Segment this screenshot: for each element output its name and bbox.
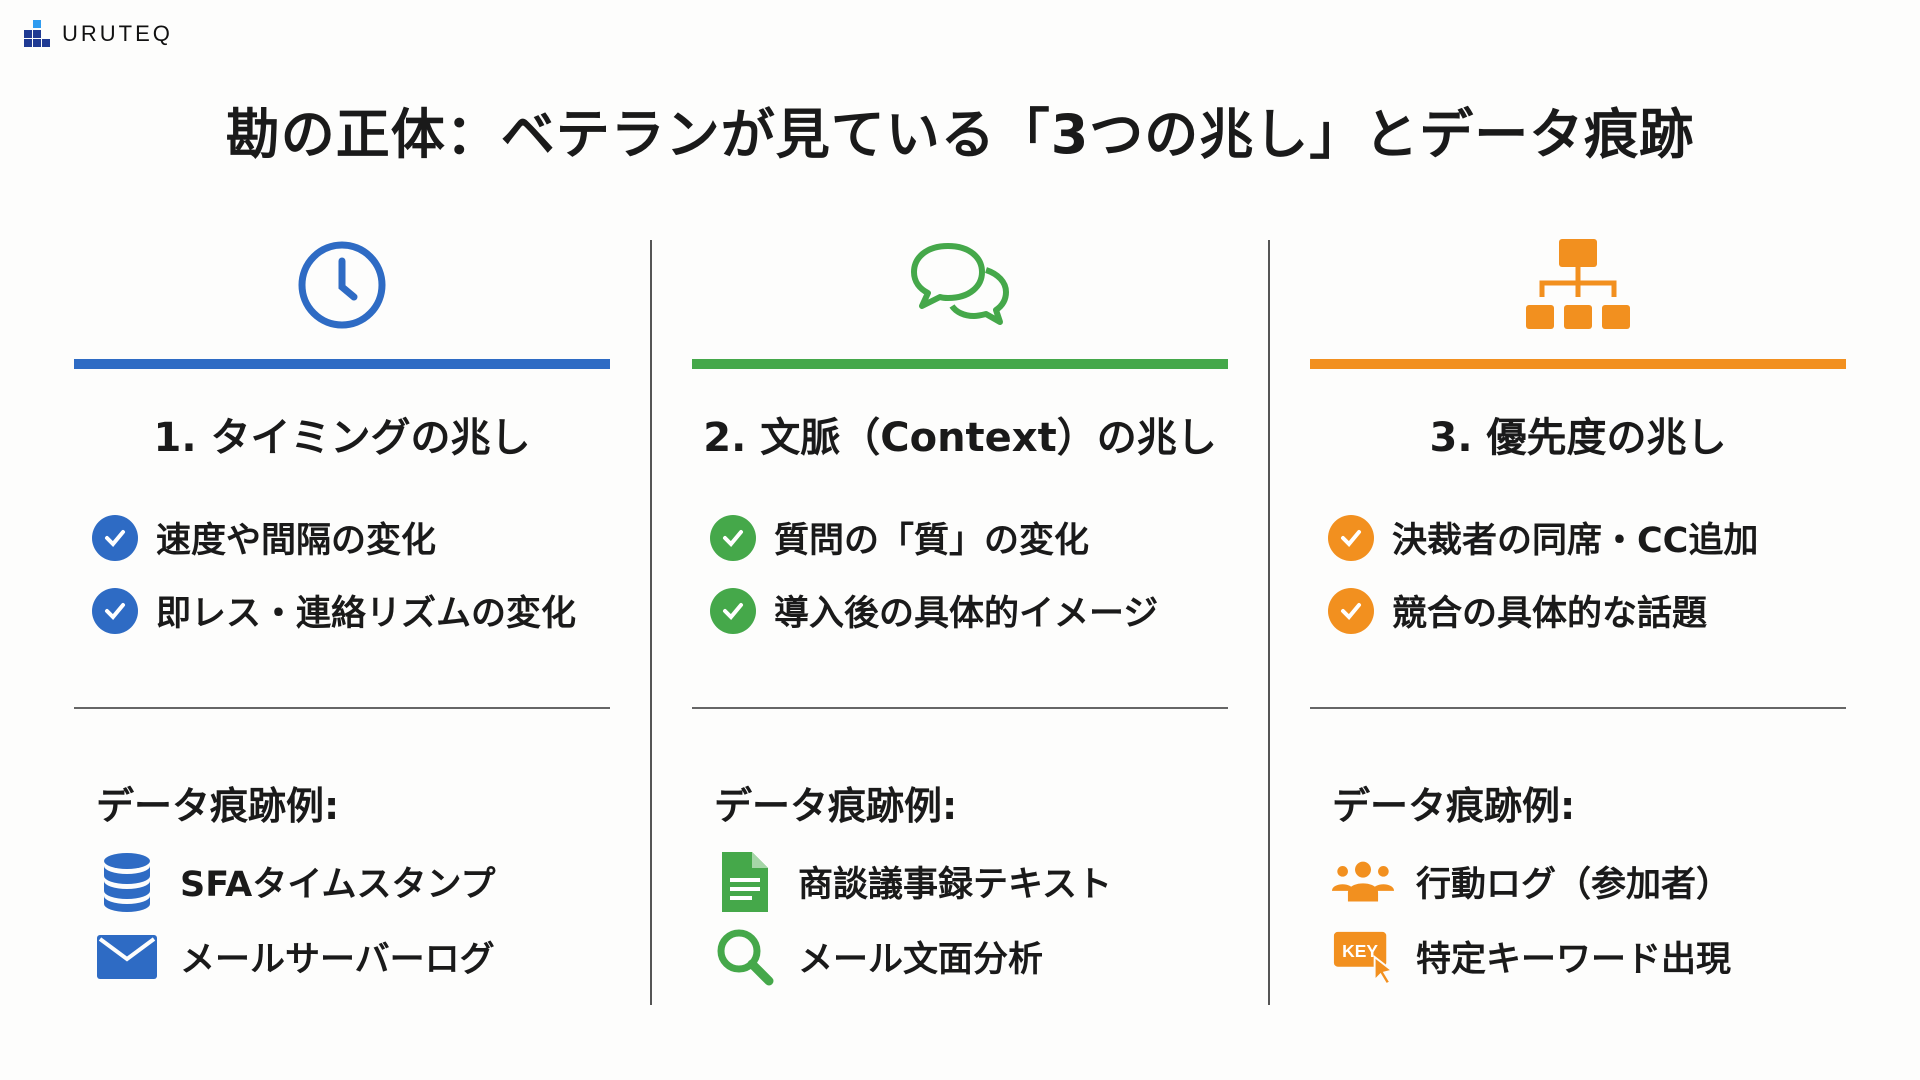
check-icon	[92, 587, 138, 634]
clock-icon	[298, 241, 386, 329]
column-divider	[1268, 240, 1270, 1005]
database-icon	[96, 852, 158, 912]
divider	[692, 707, 1228, 709]
data-item: メール文面分析	[714, 919, 1228, 994]
sign-item: 決裁者の同席・CC追加	[1328, 501, 1846, 574]
sign-text: 決裁者の同席・CC追加	[1392, 521, 1759, 561]
column-context: 2. 文脈（Context）の兆し 質問の「質」の変化 導入後の具体的イメージ …	[692, 230, 1228, 994]
sign-item: 速度や間隔の変化	[92, 501, 610, 574]
column-timing: 1. タイミングの兆し 速度や間隔の変化 即レス・連絡リズムの変化 データ痕跡例…	[74, 230, 610, 994]
data-text: メールサーバーログ	[180, 940, 495, 980]
people-icon	[1332, 852, 1394, 912]
data-text: 行動ログ（参加者）	[1416, 865, 1732, 905]
data-item: 行動ログ（参加者）	[1332, 844, 1846, 919]
data-heading: データ痕跡例:	[714, 784, 958, 828]
data-heading: データ痕跡例:	[1332, 784, 1576, 828]
divider	[74, 707, 610, 709]
divider	[1310, 707, 1846, 709]
search-icon	[714, 927, 776, 987]
mail-icon	[96, 927, 158, 987]
sign-text: 導入後の具体的イメージ	[774, 594, 1159, 634]
data-item: SFAタイムスタンプ	[96, 844, 610, 919]
sign-item: 即レス・連絡リズムの変化	[92, 574, 610, 647]
column-priority: 3. 優先度の兆し 決裁者の同席・CC追加 競合の具体的な話題 データ痕跡例: …	[1310, 230, 1846, 994]
accent-bar	[692, 359, 1228, 369]
page-title: 勘の正体：ベテランが見ている「3つの兆し」とデータ痕跡	[225, 103, 1695, 166]
column-heading: 3. 優先度の兆し	[1429, 415, 1727, 461]
data-item: KEY 特定キーワード出現	[1332, 919, 1846, 994]
sign-text: 質問の「質」の変化	[774, 521, 1090, 561]
column-heading: 1. タイミングの兆し	[153, 415, 531, 461]
brand-name: URUTEQ	[62, 21, 173, 46]
data-text: 商談議事録テキスト	[798, 865, 1112, 905]
check-icon	[1328, 514, 1374, 561]
key-click-icon: KEY	[1332, 927, 1394, 987]
document-icon	[714, 851, 776, 912]
brand-logo: URUTEQ	[24, 20, 173, 48]
sign-item: 導入後の具体的イメージ	[710, 574, 1228, 647]
data-text: 特定キーワード出現	[1416, 940, 1732, 980]
accent-bar	[1310, 359, 1846, 369]
sign-text: 即レス・連絡リズムの変化	[156, 594, 577, 634]
sign-item: 質問の「質」の変化	[710, 501, 1228, 574]
check-icon	[710, 514, 756, 561]
sign-item: 競合の具体的な話題	[1328, 574, 1846, 647]
check-icon	[92, 514, 138, 561]
check-icon	[710, 587, 756, 634]
column-divider	[650, 240, 652, 1005]
data-text: メール文面分析	[798, 940, 1044, 980]
data-item: メールサーバーログ	[96, 919, 610, 994]
logo-mark-icon	[24, 20, 52, 48]
org-chart-icon	[1526, 239, 1630, 329]
svg-text:KEY: KEY	[1342, 941, 1378, 961]
sign-text: 競合の具体的な話題	[1392, 594, 1708, 634]
sign-text: 速度や間隔の変化	[156, 521, 437, 561]
check-icon	[1328, 587, 1374, 634]
data-heading: データ痕跡例:	[96, 784, 340, 828]
data-item: 商談議事録テキスト	[714, 844, 1228, 919]
data-text: SFAタイムスタンプ	[180, 865, 496, 905]
chat-bubbles-icon	[911, 243, 1009, 325]
accent-bar	[74, 359, 610, 369]
column-heading: 2. 文脈（Context）の兆し	[703, 415, 1217, 461]
